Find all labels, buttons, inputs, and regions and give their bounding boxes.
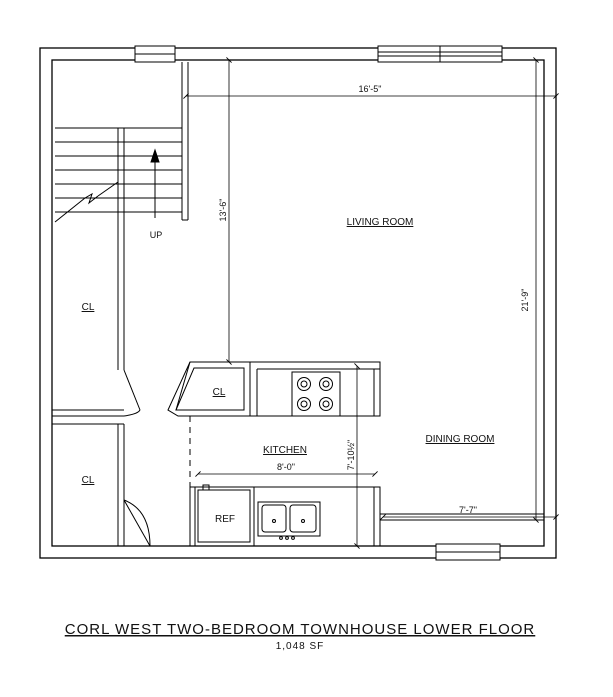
overall-depth-dimension: 21'-9": [520, 289, 530, 312]
exterior-walls: [39, 47, 557, 559]
dimension-lines: [183, 57, 559, 549]
stair-up-label: UP: [150, 230, 163, 240]
plan-title: CORL WEST TWO-BEDROOM TOWNHOUSE LOWER FL…: [65, 621, 536, 638]
closet-upper-walls: [52, 369, 141, 417]
dining-width-dimension: 7'-7": [459, 505, 477, 515]
refrigerator-label: REF: [215, 514, 235, 525]
living-depth-dimension: 13'-6": [218, 199, 228, 222]
kitchen-depth-dimension: 7'-10½": [346, 440, 356, 470]
dining-walls: [380, 513, 544, 521]
windows: [134, 45, 503, 561]
dining-room-label: DINING ROOM: [426, 434, 495, 445]
range-stove: [291, 371, 341, 417]
living-room-label: LIVING ROOM: [347, 217, 414, 228]
closet-lower-label: CL: [82, 475, 95, 486]
closet-kitchen-label: CL: [213, 387, 226, 398]
kitchen-width-dimension: 8'-0": [277, 462, 295, 472]
plan-area: 1,048 SF: [276, 641, 325, 652]
refrigerator: [197, 484, 251, 543]
kitchen-closet: [167, 361, 251, 417]
double-sink: [257, 501, 321, 540]
closet-upper-label: CL: [82, 302, 95, 313]
stair: [54, 62, 189, 370]
closet-lower-walls: [52, 423, 151, 547]
living-width-dimension: 16'-5": [359, 84, 382, 94]
kitchen-label: KITCHEN: [263, 445, 307, 456]
